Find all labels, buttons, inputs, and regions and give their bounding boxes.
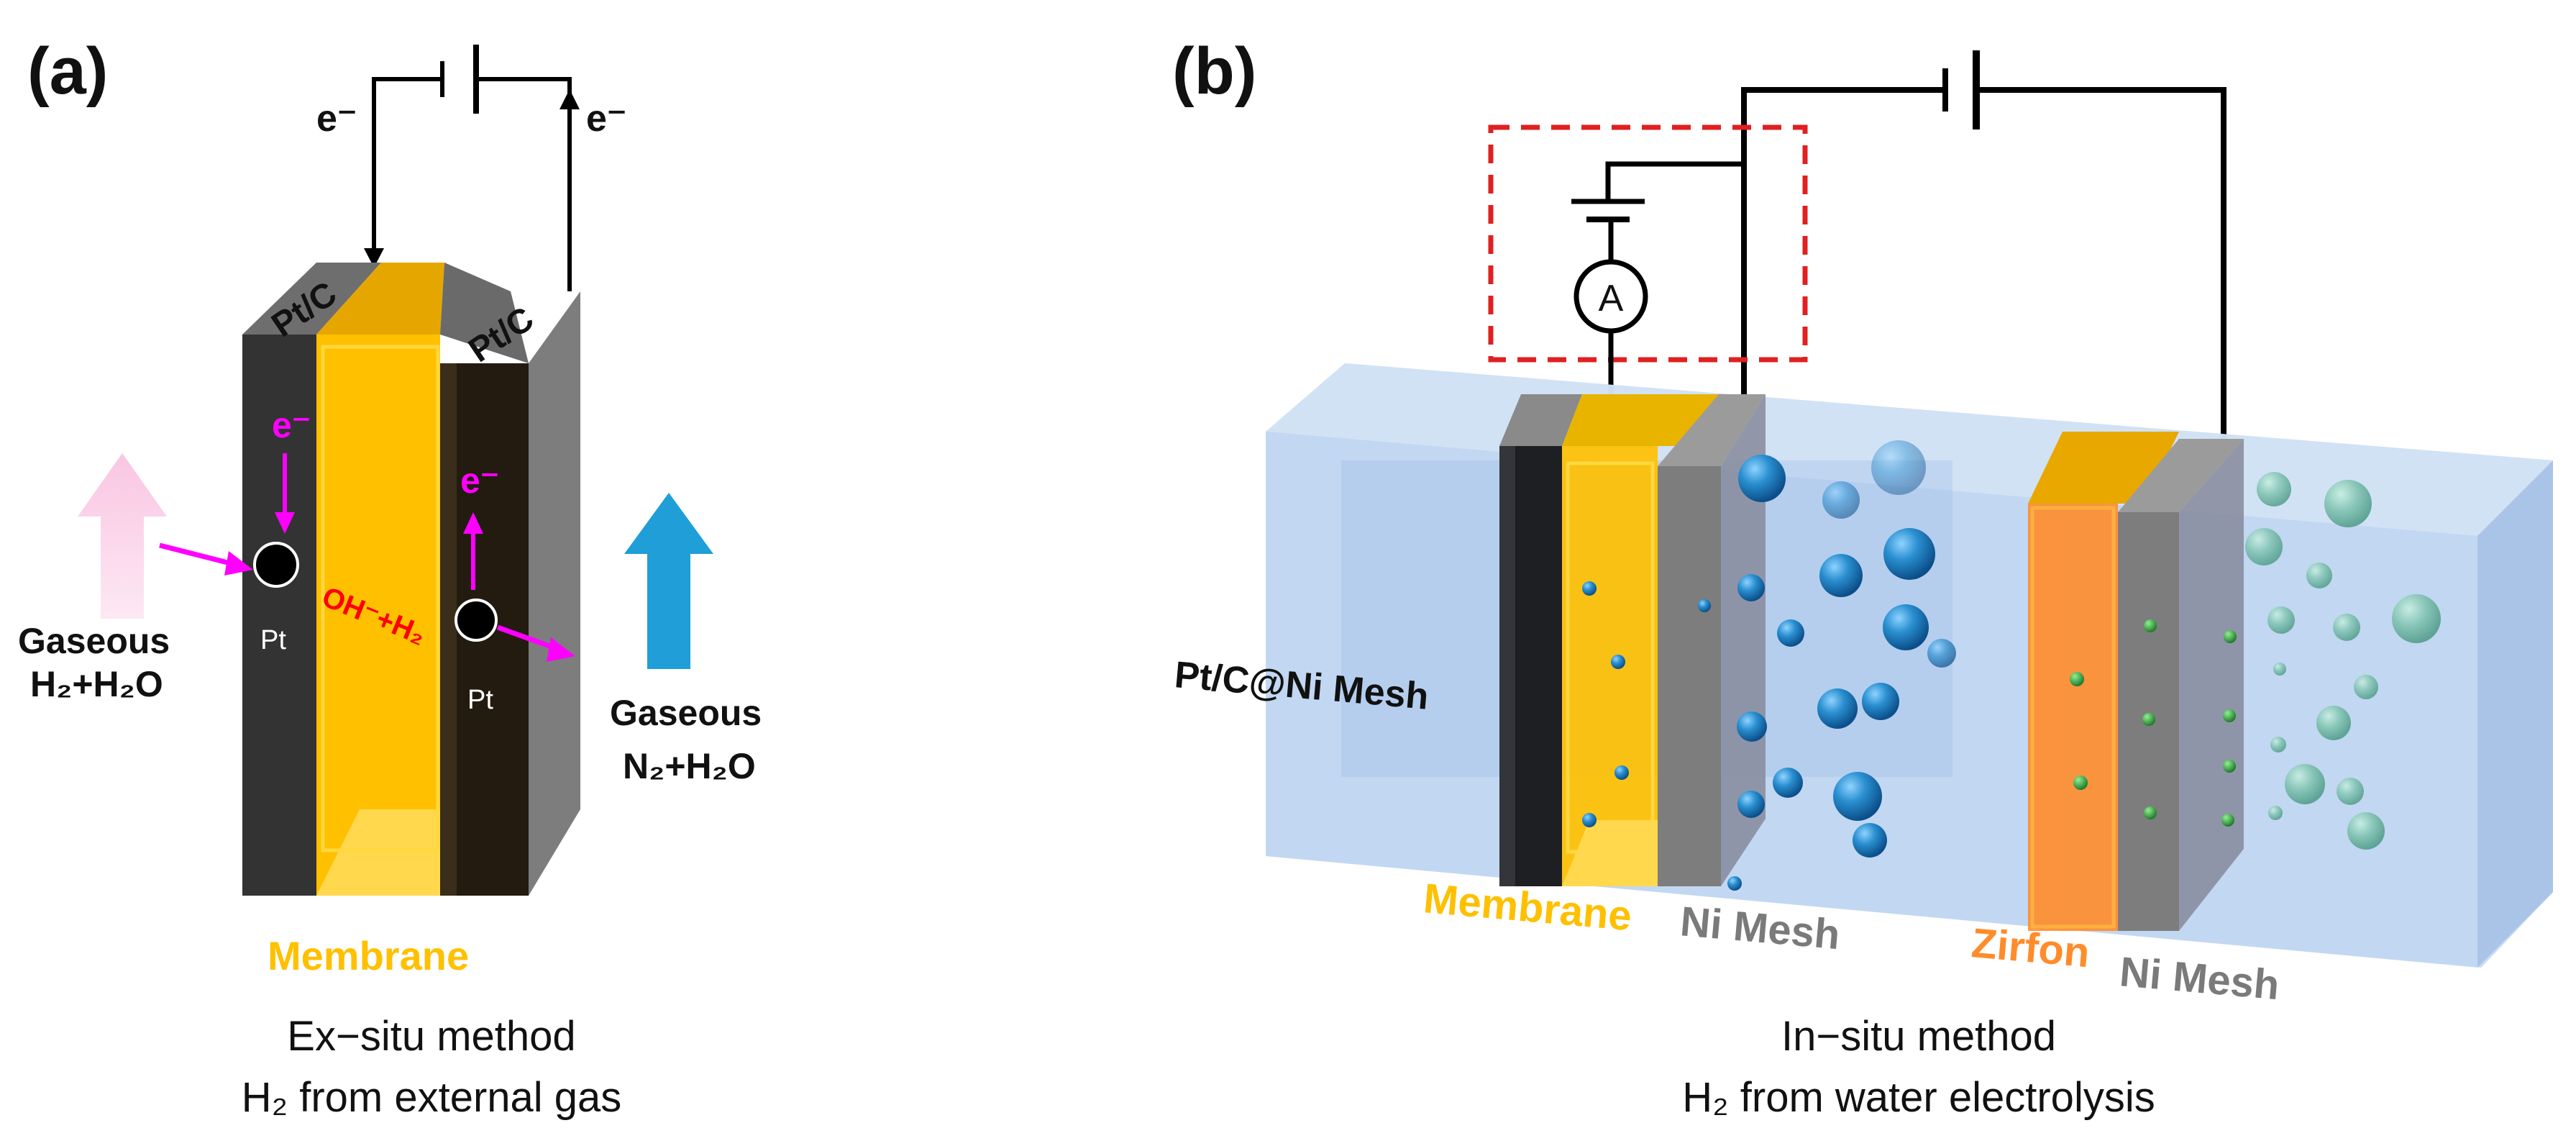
inlet-gas-line2: H₂+H₂O [30,664,163,704]
panel-a-tag: (a) [27,35,108,108]
membrane-label-a: Membrane [268,933,469,978]
outlet-gas-arrow [624,493,713,669]
electron-out-arrowhead [559,89,580,109]
pt-particle-left [253,542,299,588]
hydrogen-bubbles [1582,440,1956,891]
pt-right-label: Pt [467,685,493,715]
pt-left-label: Pt [260,625,286,655]
ni-mesh-right-label: Ni Mesh [2118,948,2281,1009]
anode-front-a [242,335,316,896]
membrane-top-face [316,263,444,335]
caption-a-line2: H₂ from external gas [242,1074,622,1121]
zirfon-front [2028,504,2118,931]
inlet-gas-arrow [78,453,167,619]
panel-b-tag: (b) [1172,35,1256,108]
membrane-front-b [1562,446,1658,886]
electron-left-label: e⁻ [316,98,357,140]
ammeter [1574,259,1648,334]
inlet-gas-line1: Gaseous [18,621,170,661]
ammeter-label: A [1599,278,1624,319]
caption-b-line1: In−situ method [1781,1013,2056,1060]
electrode-stack-left [1499,394,1766,886]
electron-in-arrowhead [364,248,384,268]
ni-mesh-front-left [1658,466,1721,886]
external-circuit-b [1741,50,2226,440]
membrane-front-a [316,335,440,896]
panel-b: (b) A [1172,35,2553,1121]
panel-a: (a) e⁻ e⁻ Pt/C Pt/C [18,35,762,1121]
caption-a-line1: Ex−situ method [287,1013,575,1060]
pt-particle-right [455,599,498,642]
external-circuit-a [372,45,572,291]
electron-inner-right-label: e⁻ [460,460,499,501]
electron-right-label: e⁻ [586,98,626,140]
caption-b-line2: H₂ from water electrolysis [1682,1074,2155,1121]
ni-mesh-left-label: Ni Mesh [1678,898,1842,958]
electron-inner-left-label: e⁻ [272,405,311,445]
oxygen-bubbles [2070,472,2441,850]
cell-a [242,263,580,896]
zirfon-label: Zirfon [1970,919,2091,976]
measurement-box [1488,124,1808,363]
electrode-stack-right [2028,432,2244,931]
outlet-gas-line1: Gaseous [610,693,762,733]
outlet-gas-line2: N₂+H₂O [623,746,756,786]
